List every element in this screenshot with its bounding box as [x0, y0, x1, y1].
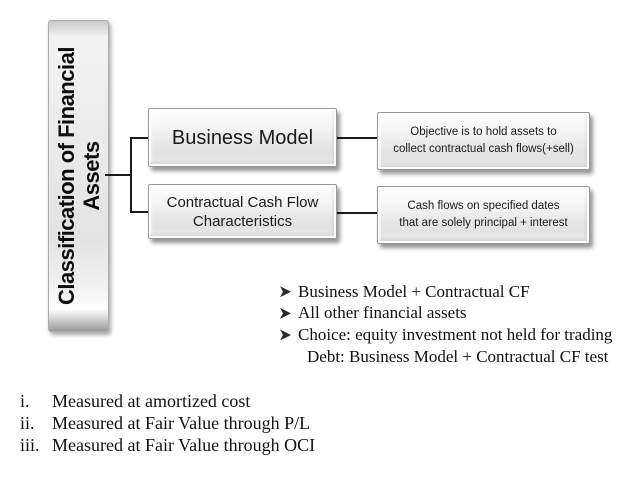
- connector-business-model-link: [335, 137, 377, 139]
- measurement-text: Measured at Fair Value through P/L: [52, 412, 311, 433]
- cash-flows-detail-box: Cash flows on specified dates that are s…: [377, 186, 590, 244]
- key-point-text: Choice: equity investment not held for t…: [298, 324, 613, 344]
- objective-detail-box: Objective is to hold assets to collect c…: [377, 112, 590, 170]
- key-point-item: Business Model + Contractual CF: [280, 281, 612, 303]
- key-point-item: All other financial assets: [280, 303, 612, 325]
- arrowhead-bullet-icon: [280, 286, 291, 298]
- arrowhead-bullet-icon: [280, 307, 291, 319]
- connector-branch-bottom: [130, 211, 148, 213]
- measurement-text: Measured at amortized cost: [52, 390, 251, 411]
- objective-line-2: collect contractual cash flows(+sell): [393, 143, 574, 155]
- measurement-numeral: ii.: [20, 412, 35, 433]
- cash-flows-line-2: that are solely principal + interest: [399, 217, 568, 229]
- slide-title-line-1: Classification of Financial: [53, 47, 79, 305]
- measurement-item: ii. Measured at Fair Value through P/L: [20, 412, 315, 434]
- vertical-title-bar: Classification of Financial Assets: [48, 20, 109, 332]
- connector-cash-flow-link: [335, 212, 377, 214]
- key-point-item-continuation: Debt: Business Model + Contractual CF te…: [307, 346, 612, 368]
- slide-title-line-2: Assets: [78, 141, 104, 211]
- cash-flows-line-1: Cash flows on specified dates: [407, 200, 560, 212]
- contractual-cf-label-line-1: Contractual Cash Flow: [166, 193, 319, 211]
- key-points-list: Business Model + Contractual CF All othe…: [280, 281, 612, 367]
- contractual-cf-label-line-2: Characteristics: [192, 212, 293, 230]
- measurement-list: i. Measured at amortized cost ii. Measur…: [20, 390, 315, 456]
- slide-title: Classification of Financial Assets: [54, 20, 104, 332]
- business-model-label: Business Model: [171, 126, 314, 149]
- measurement-item: iii. Measured at Fair Value through OCI: [20, 434, 315, 456]
- connector-bar-stub: [105, 174, 132, 176]
- arrowhead-bullet-icon: [280, 329, 291, 341]
- business-model-box: Business Model: [148, 108, 337, 167]
- objective-line-1: Objective is to hold assets to: [410, 126, 557, 138]
- key-point-text: Debt: Business Model + Contractual CF te…: [307, 346, 609, 366]
- connector-vertical: [130, 137, 132, 213]
- measurement-text: Measured at Fair Value through OCI: [52, 434, 316, 455]
- key-point-text: Business Model + Contractual CF: [298, 281, 530, 301]
- measurement-numeral: i.: [20, 390, 30, 411]
- key-point-item: Choice: equity investment not held for t…: [280, 324, 612, 346]
- measurement-item: i. Measured at amortized cost: [20, 390, 315, 412]
- key-point-text: All other financial assets: [298, 303, 467, 323]
- measurement-numeral: iii.: [20, 434, 40, 455]
- contractual-cash-flow-box: Contractual Cash Flow Characteristics: [148, 184, 337, 239]
- connector-branch-top: [130, 137, 148, 139]
